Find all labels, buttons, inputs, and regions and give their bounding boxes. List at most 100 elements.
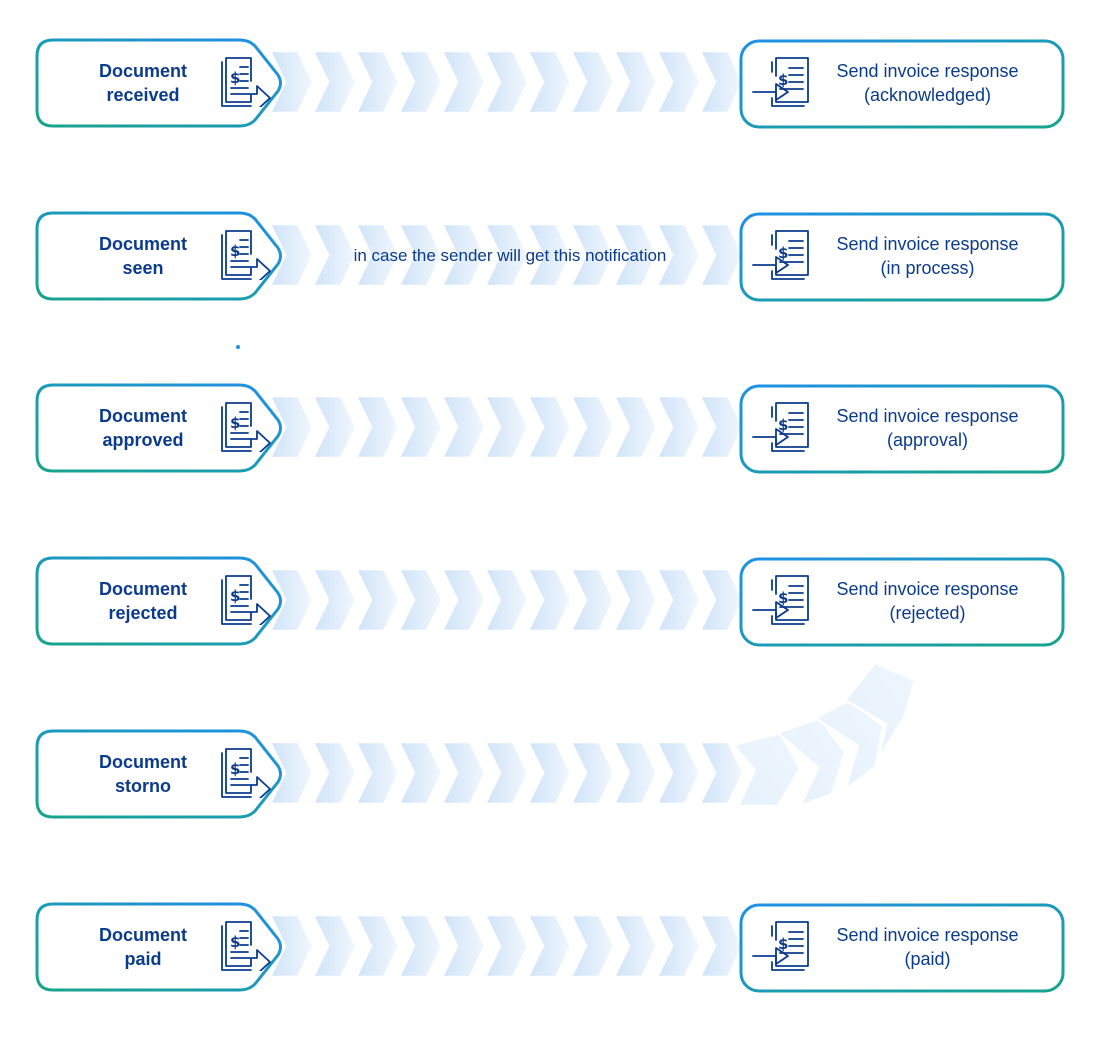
chevron-segment <box>526 567 573 633</box>
invoice-response-label: Send invoice response(rejected) <box>815 556 1040 646</box>
chevron-segment <box>440 567 487 633</box>
status-line-2: rejected <box>108 603 178 623</box>
flow-row: Document rejected $ $ Send invoice response(… <box>0 556 1100 647</box>
left-box-outline <box>35 902 282 992</box>
invoice-response-box <box>739 903 1065 993</box>
status-line-2: seen <box>122 258 164 278</box>
chevron-segment <box>655 913 702 979</box>
chevron-segment <box>311 222 358 288</box>
invoice-response-label: Send invoice response (approval) <box>815 383 1040 473</box>
document-status-box: Document seen $ <box>35 211 285 301</box>
invoice-receive-icon-wrap: $ <box>750 918 812 974</box>
chevron-segment <box>397 49 444 115</box>
chevron-segment <box>569 49 616 115</box>
chevron-connector <box>268 222 745 288</box>
chevron-segment <box>698 740 745 806</box>
chevron-segment <box>354 394 401 460</box>
chevron-segment <box>397 567 444 633</box>
left-box-outline <box>35 38 282 128</box>
invoice-receive-icon-wrap: $ <box>750 572 812 628</box>
invoice-receive-icon-wrap: $ <box>750 54 812 110</box>
response-line-2: (approval) <box>886 430 969 450</box>
status-line-2: received <box>106 85 180 105</box>
chevron-segment <box>354 49 401 115</box>
chevron-segment <box>397 740 444 806</box>
chevron-segment <box>569 913 616 979</box>
left-box-outline <box>35 729 282 819</box>
invoice-send-icon: $ <box>221 57 271 111</box>
svg-text:$: $ <box>778 935 788 953</box>
chevron-segment <box>569 567 616 633</box>
document-status-box: Document approved $ <box>35 383 285 473</box>
document-status-label: Document seen <box>83 211 203 301</box>
chevron-segment <box>526 49 573 115</box>
chevron-connector <box>268 394 745 460</box>
invoice-receive-icon: $ <box>752 230 809 280</box>
status-line-1: Document <box>98 234 187 254</box>
chevron-segment <box>311 740 358 806</box>
invoice-receive-icon: $ <box>752 575 809 625</box>
svg-text:$: $ <box>230 242 240 260</box>
svg-text:$: $ <box>778 589 788 607</box>
svg-text:$: $ <box>230 69 240 87</box>
chevron-segment <box>397 913 444 979</box>
response-line-1: Send invoice response <box>836 234 1019 254</box>
invoice-send-icon-wrap: $ <box>217 228 275 284</box>
chevron-connector <box>268 49 745 115</box>
invoice-receive-icon: $ <box>752 921 809 971</box>
chevron-segment <box>655 567 702 633</box>
chevron-segment <box>397 222 444 288</box>
chevron-segment <box>612 567 659 633</box>
response-line-1: Send invoice response <box>836 406 1019 426</box>
invoice-response-box <box>739 384 1065 474</box>
svg-text:$: $ <box>778 244 788 262</box>
chevron-segment <box>311 49 358 115</box>
chevron-segment <box>268 222 315 288</box>
chevron-segment <box>698 913 745 979</box>
invoice-send-icon: $ <box>221 921 271 975</box>
flow-row: Document approved $ $ Send invoice response (… <box>0 383 1100 474</box>
chevron-segment <box>655 49 702 115</box>
invoice-response-label: Send invoice response(paid) <box>815 902 1040 992</box>
invoice-response-box <box>739 39 1065 129</box>
chevron-segment <box>483 913 530 979</box>
chevron-segment <box>698 394 745 460</box>
chevron-segment <box>354 913 401 979</box>
chevron-segment <box>440 394 487 460</box>
chevron-segment <box>569 740 616 806</box>
invoice-send-icon: $ <box>221 575 271 629</box>
invoice-send-icon: $ <box>221 402 271 456</box>
invoice-receive-icon-wrap: $ <box>750 399 812 455</box>
chevron-segment <box>311 567 358 633</box>
chevron-segment <box>483 394 530 460</box>
chevron-segment <box>268 394 315 460</box>
chevron-segment <box>440 740 487 806</box>
chevron-segment <box>311 913 358 979</box>
status-line-1: Document <box>98 406 187 426</box>
chevron-segment <box>569 394 616 460</box>
svg-text:$: $ <box>230 587 240 605</box>
chevron-connector <box>268 740 745 806</box>
status-line-1: Document <box>98 925 187 945</box>
status-line-2: approved <box>102 430 184 450</box>
response-line-1: Send invoice response <box>836 579 1019 599</box>
svg-text:$: $ <box>230 933 240 951</box>
svg-text:$: $ <box>778 416 788 434</box>
response-line-2: (acknowledged) <box>863 85 992 105</box>
invoice-send-icon-wrap: $ <box>217 919 275 975</box>
chevron-segment <box>526 913 573 979</box>
chevron-segment <box>526 740 573 806</box>
invoice-send-icon: $ <box>221 748 271 802</box>
chevron-segment <box>440 222 487 288</box>
status-line-1: Document <box>98 579 187 599</box>
chevron-segment <box>569 222 616 288</box>
left-box-outline <box>35 383 282 473</box>
chevron-segment <box>655 740 702 806</box>
chevron-segment <box>612 49 659 115</box>
